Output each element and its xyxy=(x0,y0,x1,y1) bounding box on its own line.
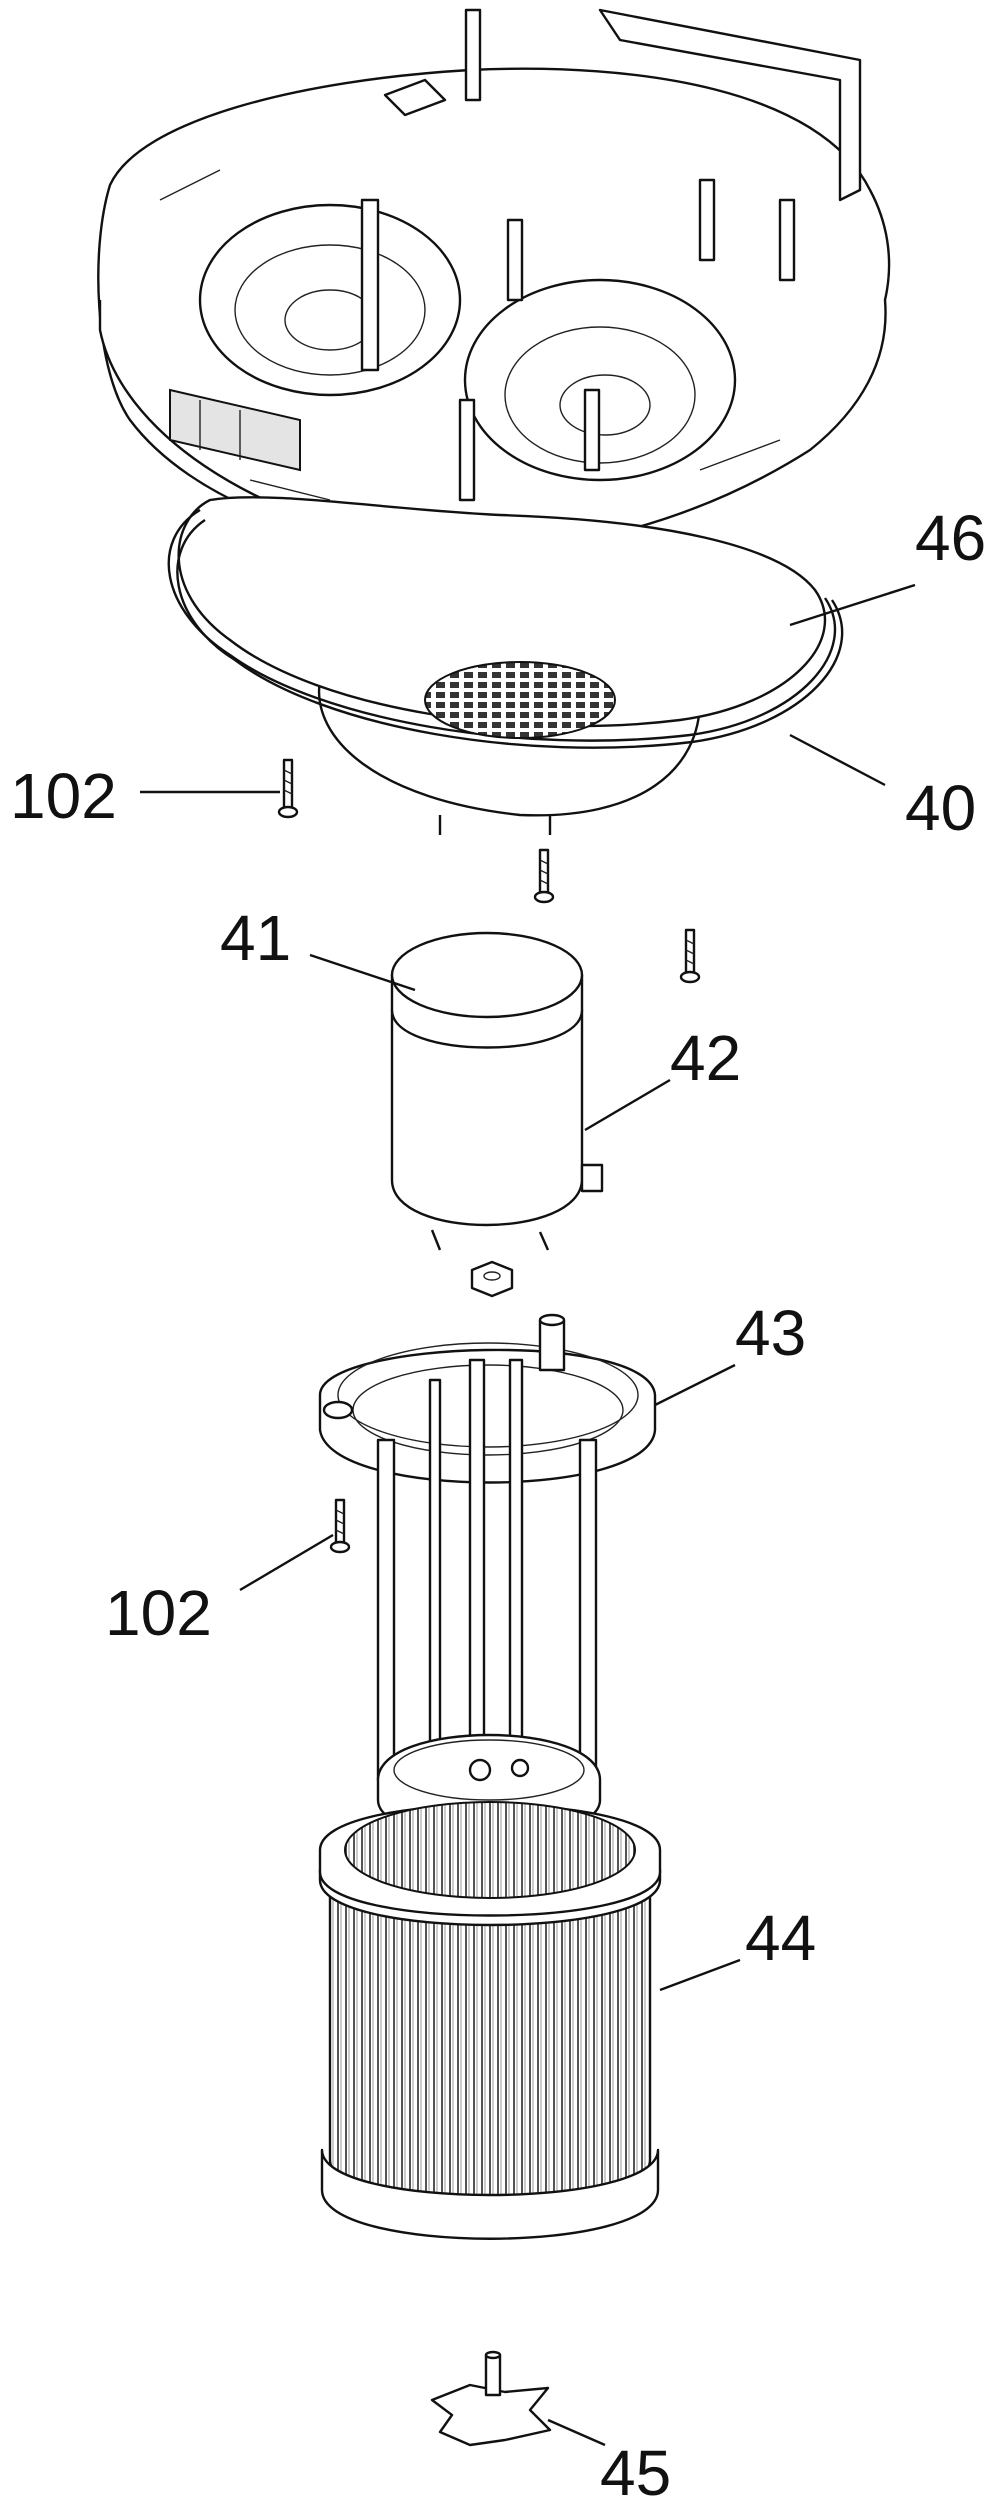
screw-lower-left xyxy=(329,1498,351,1554)
leader-42 xyxy=(584,1078,671,1132)
leader-46 xyxy=(789,583,916,627)
leader-44 xyxy=(659,1958,741,1992)
label-43: 43 xyxy=(735,1297,806,1369)
oval-bowl-with-seal xyxy=(167,496,844,835)
label-42: 42 xyxy=(670,1022,741,1094)
screw-center xyxy=(533,848,555,904)
label-41: 41 xyxy=(220,902,291,974)
pleated-filter-cartridge xyxy=(318,1801,662,2240)
label-44: 44 xyxy=(745,1902,816,1974)
label-40: 40 xyxy=(905,772,976,844)
leader-lines xyxy=(140,583,916,2447)
label-102-upper: 102 xyxy=(10,760,117,832)
leader-102b xyxy=(239,1533,334,1592)
top-cover-housing xyxy=(97,8,891,553)
label-45: 45 xyxy=(600,2437,671,2500)
leader-45 xyxy=(547,2418,606,2447)
locking-knob xyxy=(430,2350,552,2447)
screw-upper-left xyxy=(277,758,299,819)
leader-41 xyxy=(309,953,416,992)
screw-right xyxy=(679,928,701,984)
cylinder-cap-and-body xyxy=(390,931,604,1251)
label-102-lower: 102 xyxy=(105,1577,212,1649)
leader-40 xyxy=(789,733,886,787)
label-46: 46 xyxy=(915,502,986,574)
filter-cage xyxy=(318,1313,657,1839)
hex-nut xyxy=(470,1260,514,1298)
reference-labels: 46 40 102 41 42 43 102 44 45 xyxy=(10,502,986,2500)
leader-43 xyxy=(654,1363,736,1407)
